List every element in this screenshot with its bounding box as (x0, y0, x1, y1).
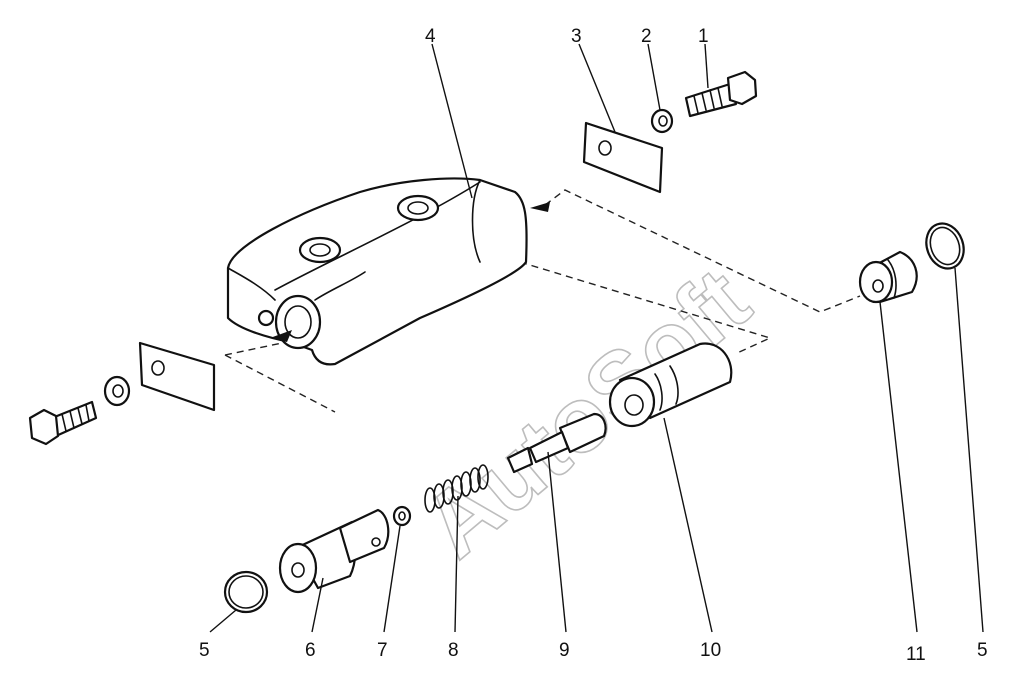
part-6-piston (278, 508, 390, 594)
callout-6: 6 (305, 640, 316, 661)
part-2-lock-washer (650, 108, 674, 134)
part-7-washer (392, 505, 412, 527)
callout-4: 4 (425, 26, 436, 47)
callout-labels: 1 2 3 4 5 6 7 8 9 10 11 5 (199, 26, 988, 665)
part-10-sleeve (608, 342, 733, 428)
callout-5-right: 5 (977, 640, 988, 661)
leader-lines (209, 43, 984, 633)
part-9-plunger (506, 412, 607, 474)
left-plate (138, 341, 216, 412)
callout-1: 1 (698, 26, 709, 47)
part-4-valve-body (226, 177, 550, 366)
callout-5-left: 5 (199, 640, 210, 661)
part-3-plate (582, 121, 664, 194)
part-1-bolt (684, 70, 758, 118)
left-lock-washer (103, 375, 131, 407)
assembly-guide-lines (224, 189, 861, 413)
callout-8: 8 (448, 640, 459, 661)
callout-9: 9 (559, 640, 570, 661)
callout-3: 3 (571, 26, 582, 47)
left-bolt (28, 400, 98, 446)
callout-11: 11 (906, 644, 926, 665)
part-8-spring (424, 464, 489, 513)
part-5-o-ring-right (925, 222, 965, 270)
callout-2: 2 (641, 26, 652, 47)
callout-7: 7 (377, 640, 388, 661)
part-11-fitting (858, 250, 918, 304)
part-5-o-ring-left (223, 570, 269, 614)
callout-10: 10 (700, 640, 721, 661)
